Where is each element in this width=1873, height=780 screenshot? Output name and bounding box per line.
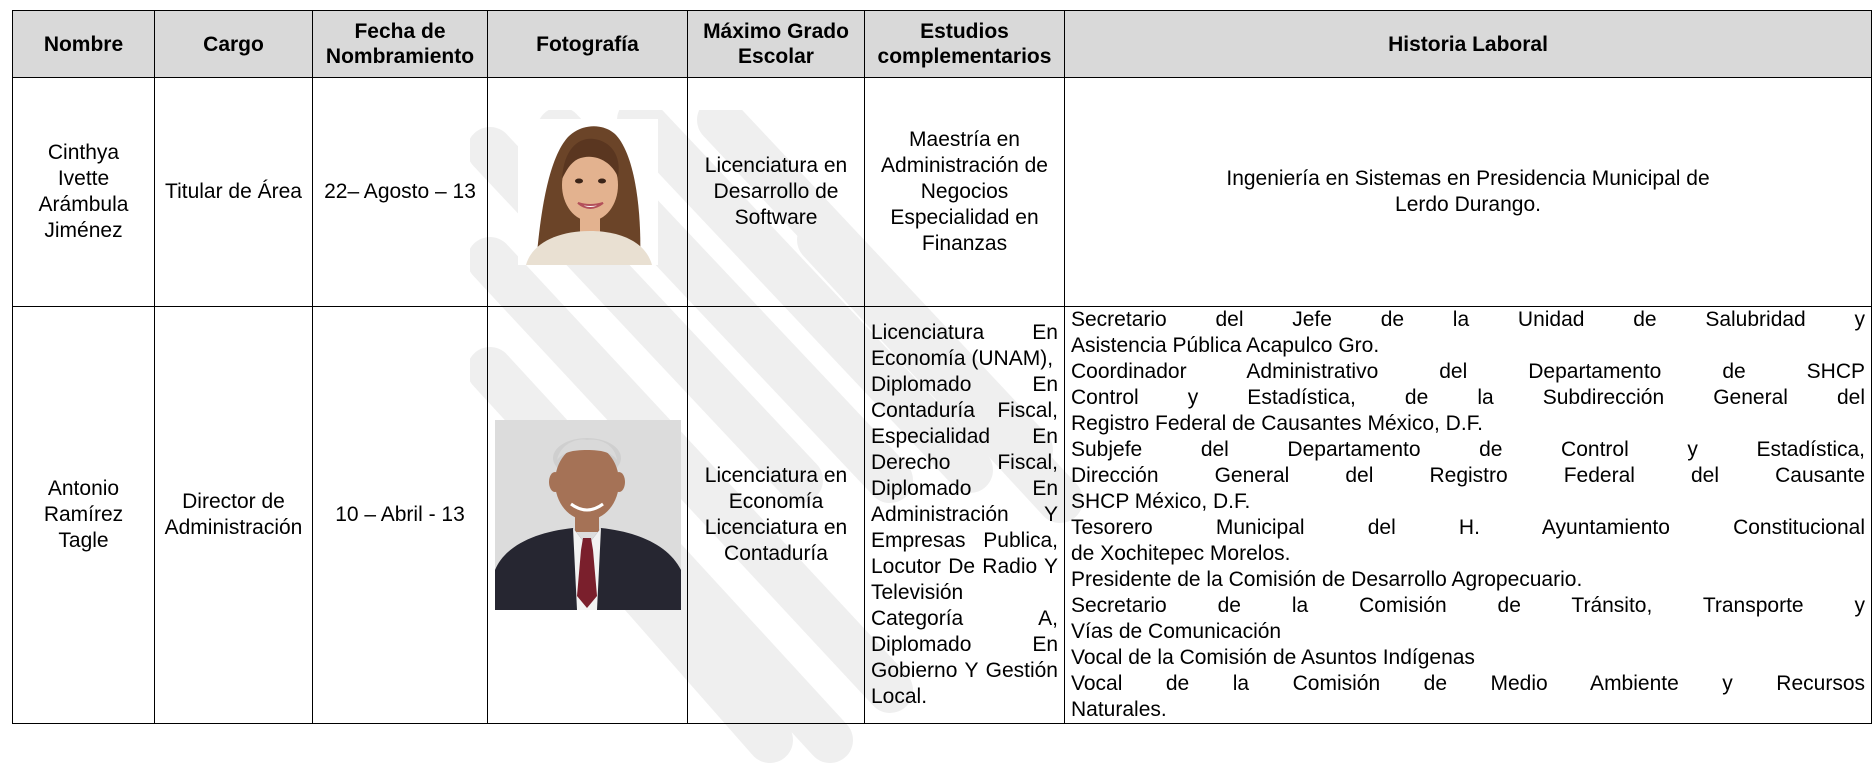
cell-historia: Ingeniería en Sistemas en Presidencia Mu… bbox=[1064, 77, 1872, 307]
header-nombre: Nombre bbox=[12, 10, 155, 78]
header-fotografia: Fotografía bbox=[487, 10, 688, 78]
portrait-photo-woman bbox=[518, 119, 658, 265]
cell-fecha: 22– Agosto – 13 bbox=[312, 77, 488, 307]
cell-fotografia bbox=[487, 306, 688, 724]
cell-fecha: 10 – Abril - 13 bbox=[312, 306, 488, 724]
cell-historia: Secretario del Jefe de la Unidad de Salu… bbox=[1064, 306, 1872, 724]
header-cargo: Cargo bbox=[154, 10, 313, 78]
header-historia: Historia Laboral bbox=[1064, 10, 1872, 78]
cell-fotografia bbox=[487, 77, 688, 307]
portrait-photo-man bbox=[495, 420, 681, 610]
cell-cargo: Titular de Área bbox=[154, 77, 313, 307]
